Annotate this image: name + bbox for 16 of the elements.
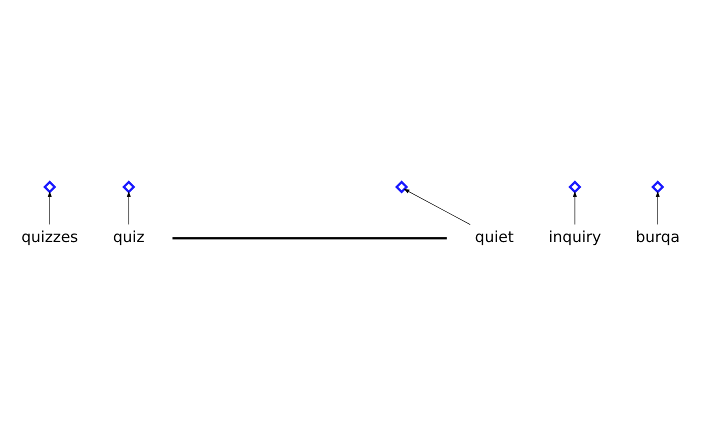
arrow: [126, 190, 131, 224]
arrow: [404, 188, 471, 224]
node-cross: [651, 180, 664, 194]
arrow: [572, 190, 577, 224]
arrow: [656, 190, 660, 224]
node-cross: [395, 180, 408, 194]
node-bar: [172, 236, 447, 239]
node-cross: [43, 180, 56, 194]
node-text: quizzes: [21, 228, 78, 246]
node-cross: [122, 180, 136, 194]
node-text: quiz: [113, 228, 145, 246]
node-cross: [568, 180, 582, 194]
node-text: inquiry: [548, 228, 602, 246]
node-text: quiet: [474, 228, 514, 246]
node-text: burqa: [636, 228, 680, 246]
arrow: [48, 190, 52, 224]
